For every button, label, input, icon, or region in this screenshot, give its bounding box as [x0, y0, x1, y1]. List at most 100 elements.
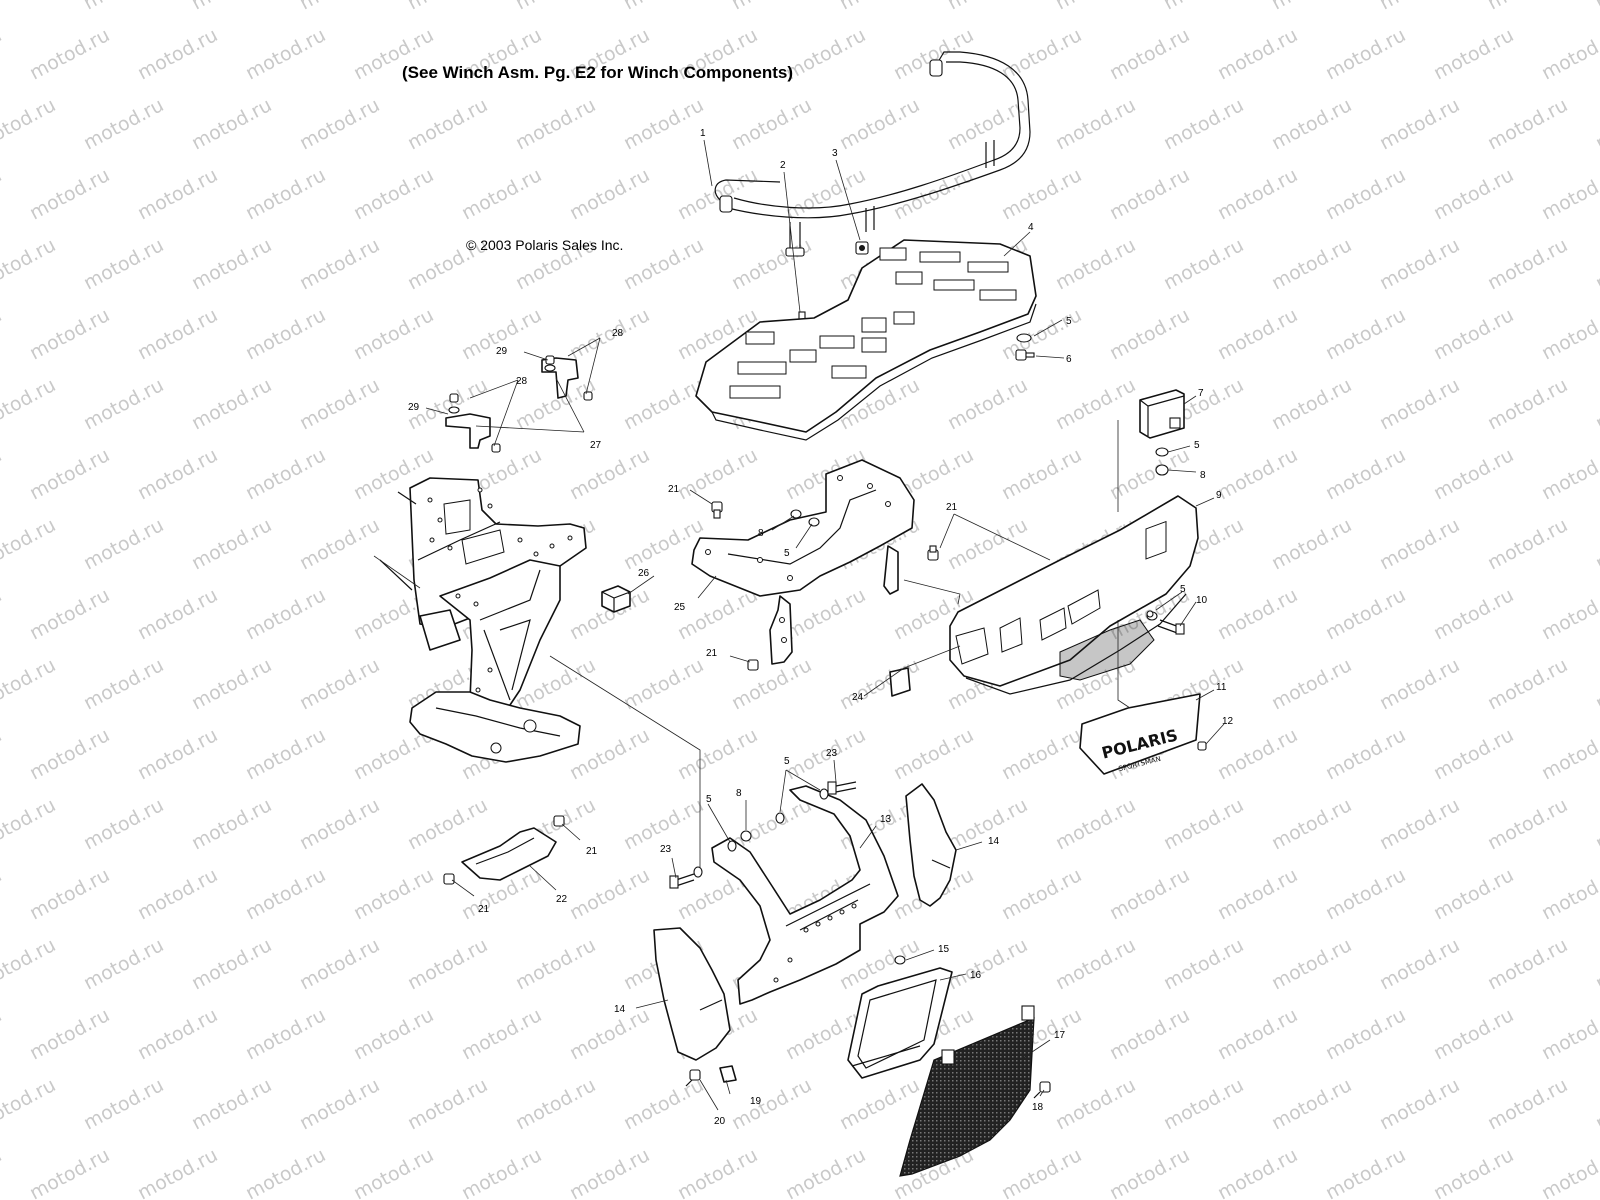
watermark-text: motod.ru	[134, 1004, 221, 1064]
watermark-text: motod.ru	[1322, 584, 1409, 644]
watermark-text: motod.ru	[1106, 164, 1193, 224]
watermark-text: motod.ru	[1484, 934, 1571, 994]
watermark-text: motod.ru	[836, 94, 923, 154]
callout-c24: 24	[852, 692, 864, 703]
part-23-bolt-a	[827, 781, 857, 795]
watermark-text: motod.ru	[890, 724, 977, 784]
watermark-text: motod.ru	[0, 444, 5, 504]
watermark-text: motod.ru	[782, 164, 869, 224]
watermark-text: motod.ru	[1214, 24, 1301, 84]
watermark-text: motod.ru	[1430, 1144, 1517, 1200]
watermark-text: motod.ru	[998, 24, 1085, 84]
watermark-text: motod.ru	[1322, 1004, 1409, 1064]
watermark-text: motod.ru	[674, 584, 761, 644]
part-8-nut-a	[1155, 464, 1169, 476]
watermark-text: motod.ru	[1430, 164, 1517, 224]
callout-c19: 19	[750, 1096, 762, 1107]
watermark-text: motod.ru	[728, 234, 815, 294]
watermark-text: motod.ru	[296, 0, 383, 14]
callout-c14b: 14	[614, 1004, 626, 1015]
callout-c13: 13	[880, 814, 892, 825]
callout-c16: 16	[970, 970, 982, 981]
watermark-text: motod.ru	[0, 234, 59, 294]
callout-c7: 7	[1198, 388, 1204, 399]
watermark-text: motod.ru	[134, 24, 221, 84]
part-21-bolt-e	[443, 873, 455, 885]
watermark-text: motod.ru	[1268, 934, 1355, 994]
watermark-text: motod.ru	[998, 444, 1085, 504]
watermark-text: motod.ru	[944, 0, 1031, 14]
watermark-text: motod.ru	[944, 934, 1031, 994]
callout-c25: 25	[674, 602, 686, 613]
watermark-text: motod.ru	[134, 304, 221, 364]
watermark-text: motod.ru	[1376, 234, 1463, 294]
watermark-text: motod.ru	[404, 794, 491, 854]
watermark-text: motod.ru	[836, 0, 923, 14]
watermark-text: motod.ru	[458, 164, 545, 224]
watermark-text: motod.ru	[1430, 724, 1517, 784]
watermark-text: motod.ru	[296, 654, 383, 714]
watermark-text: motod.ru	[1268, 234, 1355, 294]
watermark-text: motod.ru	[350, 164, 437, 224]
watermark-text: motod.ru	[296, 794, 383, 854]
watermark-text: motod.ru	[1376, 0, 1463, 14]
watermark-text: motod.ru	[0, 724, 5, 784]
watermark-text: motod.ru	[1322, 1144, 1409, 1200]
watermark-text: motod.ru	[1052, 1074, 1139, 1134]
watermark-text: motod.ru	[296, 374, 383, 434]
watermark-text: motod.ru	[242, 1144, 329, 1200]
watermark-text: motod.ru	[674, 444, 761, 504]
watermark-text: motod.ru	[1484, 1074, 1571, 1134]
callout-c2: 2	[780, 160, 786, 171]
callout-c21a: 21	[668, 484, 680, 495]
watermark-text: motod.ru	[0, 514, 59, 574]
callout-c18: 18	[1032, 1102, 1044, 1113]
callout-c10: 10	[1196, 595, 1208, 606]
watermark-text: motod.ru	[1214, 444, 1301, 504]
watermark-text: motod.ru	[1106, 864, 1193, 924]
watermark-text: motod.ru	[1214, 584, 1301, 644]
watermark-text: motod.ru	[350, 304, 437, 364]
watermark-text: motod.ru	[1592, 514, 1600, 574]
watermark-text: motod.ru	[1430, 584, 1517, 644]
watermark-text: motod.ru	[1592, 794, 1600, 854]
watermark-text: motod.ru	[26, 164, 113, 224]
watermark-text: motod.ru	[242, 584, 329, 644]
watermark-text: motod.ru	[1430, 24, 1517, 84]
watermark-text: motod.ru	[728, 94, 815, 154]
watermark-text: motod.ru	[512, 0, 599, 14]
watermark-text: motod.ru	[1214, 304, 1301, 364]
watermark-text: motod.ru	[0, 24, 5, 84]
watermark-text: motod.ru	[26, 444, 113, 504]
watermark-text: motod.ru	[620, 0, 707, 14]
watermark-text: motod.ru	[1052, 234, 1139, 294]
watermark-text: motod.ru	[1538, 1004, 1600, 1064]
callout-c4: 4	[1028, 222, 1034, 233]
part-18-screw	[1033, 1081, 1051, 1099]
callout-c21c: 21	[706, 648, 718, 659]
part-9-bumper	[949, 495, 1199, 695]
callout-c11: 11	[1216, 682, 1227, 693]
callout-c8b: 8	[758, 528, 764, 539]
watermark-text: motod.ru	[1592, 94, 1600, 154]
watermark-text: motod.ru	[1268, 794, 1355, 854]
watermark-text: motod.ru	[458, 1144, 545, 1200]
watermark-text: motod.ru	[1322, 24, 1409, 84]
callout-c5a: 5	[1066, 316, 1072, 327]
part-3-nut	[855, 241, 869, 255]
watermark-text: motod.ru	[1484, 794, 1571, 854]
watermark-text: motod.ru	[242, 444, 329, 504]
watermark-text: motod.ru	[404, 94, 491, 154]
part-4-rack-plate	[695, 239, 1037, 441]
callout-c9: 9	[1216, 490, 1222, 501]
watermark-text: motod.ru	[80, 94, 167, 154]
callout-c29a: 29	[496, 346, 508, 357]
watermark-text: motod.ru	[350, 1004, 437, 1064]
watermark-text: motod.ru	[1592, 374, 1600, 434]
watermark-text: motod.ru	[0, 1004, 5, 1064]
watermark-text: motod.ru	[620, 374, 707, 434]
part-17-screen-mesh	[899, 1005, 1035, 1177]
part-5-washer-e	[819, 788, 829, 800]
watermark-text: motod.ru	[134, 444, 221, 504]
